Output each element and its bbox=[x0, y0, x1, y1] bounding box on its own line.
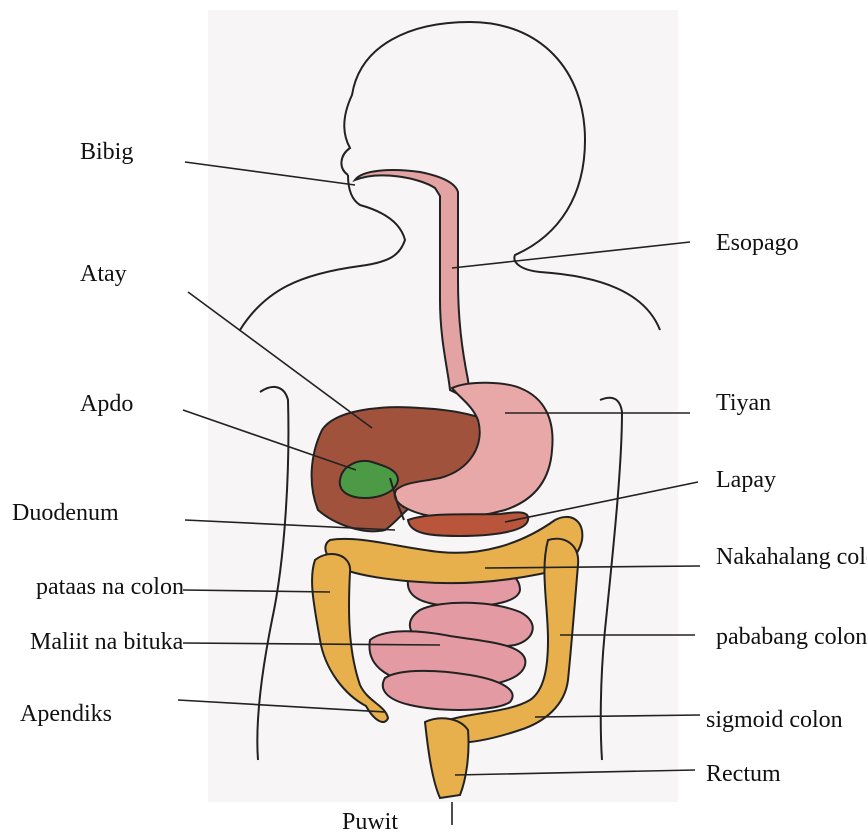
label-duodenum: Duodenum bbox=[12, 501, 119, 525]
label-tiyan: Tiyan bbox=[716, 391, 771, 415]
label-apendiks: Apendiks bbox=[20, 702, 112, 726]
label-lapay: Lapay bbox=[716, 468, 776, 492]
label-nakahalang-colon: Nakahalang colon bbox=[716, 545, 867, 573]
label-atay: Atay bbox=[80, 262, 127, 286]
label-bibig: Bibig bbox=[80, 140, 133, 164]
label-puwit: Puwit bbox=[342, 810, 398, 834]
label-apdo: Apdo bbox=[80, 392, 133, 416]
label-maliit-na-bituka: Maliit na bituka bbox=[30, 630, 183, 658]
label-pataas-na-colon: pataas na colon bbox=[36, 575, 184, 603]
label-pababang-colon: pababang colon bbox=[716, 625, 867, 653]
label-rectum: Rectum bbox=[706, 762, 781, 786]
label-esopago: Esopago bbox=[716, 231, 799, 255]
label-sigmoid-colon: sigmoid colon bbox=[706, 708, 843, 732]
